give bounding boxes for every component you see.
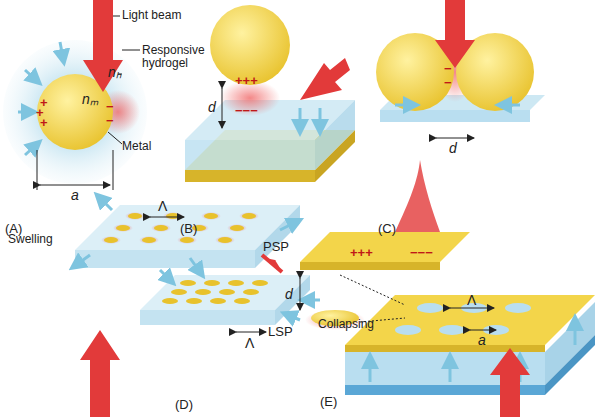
particle bbox=[505, 303, 531, 313]
label: nₕ bbox=[108, 65, 122, 80]
particle bbox=[210, 298, 226, 304]
particle bbox=[252, 280, 268, 286]
particle bbox=[243, 289, 259, 295]
label: Collapsing bbox=[318, 318, 374, 331]
particle bbox=[439, 325, 465, 335]
particle bbox=[180, 237, 194, 243]
label: Λ bbox=[245, 336, 254, 351]
particle bbox=[239, 212, 259, 220]
label: d bbox=[208, 100, 216, 115]
label: (B) bbox=[180, 222, 197, 236]
label: Responsive hydrogel bbox=[142, 44, 212, 70]
particle bbox=[227, 224, 247, 232]
label: LSP bbox=[268, 325, 293, 339]
particle bbox=[219, 289, 235, 295]
label: a bbox=[71, 188, 79, 203]
particle bbox=[204, 280, 220, 286]
label: PSP bbox=[263, 240, 289, 254]
particle bbox=[101, 236, 121, 244]
particle bbox=[395, 325, 421, 335]
label: (D) bbox=[175, 398, 193, 412]
particle bbox=[116, 225, 130, 231]
label: Λ bbox=[467, 293, 476, 308]
charge-sign: + bbox=[40, 116, 48, 130]
charge-sign: −−− bbox=[410, 246, 433, 260]
label: Light beam bbox=[122, 9, 181, 22]
label: a bbox=[478, 333, 486, 348]
particle bbox=[417, 303, 443, 313]
particle bbox=[215, 236, 235, 244]
particle bbox=[171, 289, 187, 295]
particle bbox=[139, 236, 159, 244]
label: (E) bbox=[320, 395, 337, 409]
label: d bbox=[285, 287, 293, 302]
particle bbox=[162, 298, 178, 304]
particle bbox=[242, 213, 256, 219]
particle bbox=[218, 237, 232, 243]
particle bbox=[230, 225, 244, 231]
label: Λ bbox=[158, 199, 167, 214]
label: d bbox=[449, 141, 457, 156]
particle bbox=[234, 298, 250, 304]
particle bbox=[204, 213, 218, 219]
charge-sign: −−− bbox=[235, 104, 258, 118]
charge-sign: +++ bbox=[350, 246, 373, 260]
label: nₘ bbox=[82, 92, 99, 107]
particle bbox=[195, 289, 211, 295]
particle bbox=[113, 224, 133, 232]
charge-sign: − bbox=[444, 76, 452, 90]
particle bbox=[142, 237, 156, 243]
particle bbox=[128, 213, 142, 219]
charge-sign: − bbox=[106, 114, 114, 128]
particle bbox=[125, 212, 145, 220]
particle bbox=[104, 237, 118, 243]
label: Metal bbox=[122, 140, 151, 153]
particle bbox=[166, 213, 180, 219]
label: Swelling bbox=[8, 233, 53, 246]
particle bbox=[154, 225, 168, 231]
particle bbox=[177, 236, 197, 244]
charge-sign: − bbox=[106, 100, 114, 114]
particle bbox=[186, 298, 202, 304]
particle bbox=[201, 212, 221, 220]
particle bbox=[180, 280, 196, 286]
label: (C) bbox=[378, 222, 396, 236]
charge-sign: − bbox=[444, 62, 452, 76]
particle bbox=[151, 224, 171, 232]
particle bbox=[228, 280, 244, 286]
charge-sign: +++ bbox=[235, 74, 258, 88]
